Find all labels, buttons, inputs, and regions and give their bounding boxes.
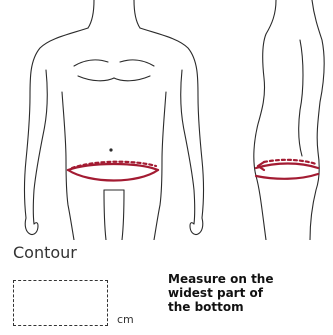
contour-label: Contour	[13, 243, 77, 262]
body-measurement-figure	[0, 0, 333, 240]
contour-input[interactable]	[13, 280, 108, 326]
side-body-outline-icon	[254, 0, 324, 240]
measurement-instruction: Measure on the widest part of the bottom	[168, 272, 328, 314]
side-hip-measure-icon	[256, 160, 318, 179]
front-body-outline-icon	[25, 0, 204, 240]
navel-mark-icon	[109, 148, 112, 151]
unit-label: cm	[117, 313, 134, 326]
instruction-line: Measure on the	[168, 272, 328, 286]
front-hip-measure-icon	[68, 162, 158, 181]
instruction-line: the bottom	[168, 300, 328, 314]
instruction-line: widest part of	[168, 286, 328, 300]
